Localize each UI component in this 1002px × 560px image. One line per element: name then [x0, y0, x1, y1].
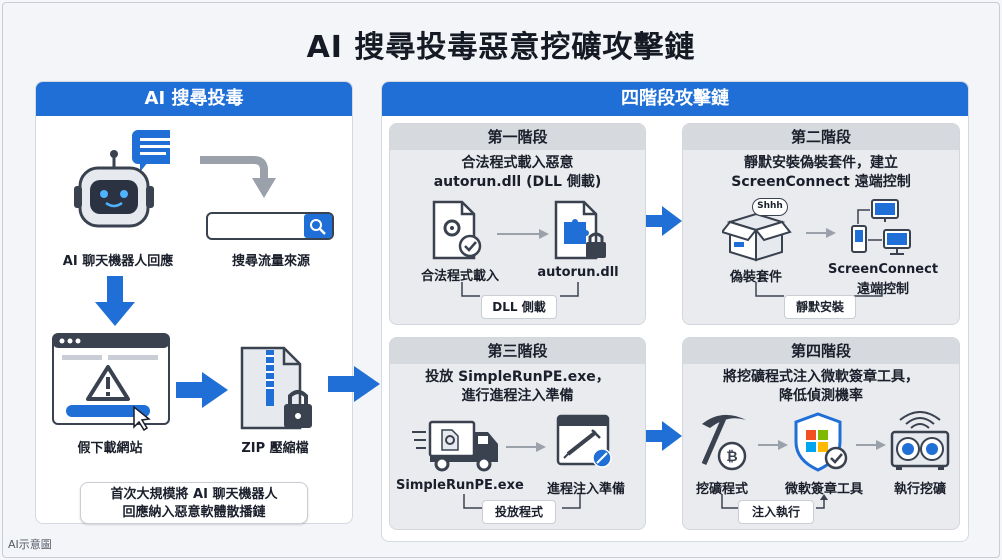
stage-1-gray-arrow-icon [497, 229, 549, 239]
fake-site-label: 假下載網站 [77, 441, 143, 456]
chatbot-label: AI 聊天機器人回應 [62, 254, 174, 269]
stage-1-title: 第一階段 [390, 124, 645, 150]
down-arrow-icon [95, 276, 135, 326]
delivery-truck-icon [412, 420, 498, 472]
stage-1-desc-2: autorun.dll (DLL 側載) [433, 174, 602, 190]
pickaxe-icon: ₿ [701, 414, 747, 471]
stage-2-desc-1: 靜默安裝偽裝套件，建立 [744, 155, 898, 171]
stage-3-bracket [463, 494, 581, 509]
stage-4-tag: 注入執行 [738, 500, 814, 524]
remote-control-icon [851, 199, 911, 255]
stage-3-desc-2: 進行進程注入準備 [461, 388, 574, 404]
stage-2-title: 第二階段 [683, 124, 959, 150]
footer-caption: AI示意圖 [8, 538, 52, 551]
legit-program-icon [432, 200, 482, 260]
curved-arrow-icon [200, 156, 276, 198]
mining-rig-icon [890, 411, 950, 470]
stage-3-to-4-arrow-icon [646, 421, 682, 451]
stage-4-desc-2: 降低偵測機率 [779, 388, 863, 404]
simplerunpe-label: SimpleRunPE.exe [396, 478, 524, 493]
dll-file-label: autorun.dll [537, 265, 619, 280]
page-title: AI 搜尋投毒惡意挖礦攻擊鏈 [306, 30, 696, 65]
dll-file-icon [554, 200, 606, 260]
screenconnect-label-1: ScreenConnect [827, 262, 939, 277]
injection-window-icon [556, 414, 612, 468]
miner-label: 挖礦程式 [695, 482, 748, 497]
injection-prep-label: 進程注入準備 [546, 482, 625, 497]
note-line-1: 首次大規模將 AI 聊天機器人 [110, 487, 278, 502]
right-arrow-icon [176, 372, 228, 408]
stage-3-gray-arrow-icon [506, 442, 546, 452]
stage-3-desc-1: 投放 SimpleRunPE.exe， [425, 369, 610, 385]
stage-3-title: 第三階段 [390, 338, 645, 364]
stage-4-gray-arrow-2-icon [856, 440, 886, 450]
zip-label: ZIP 壓縮檔 [241, 441, 309, 456]
stage-2-desc-2: ScreenConnect 遠端控制 [731, 174, 911, 190]
stage-2-gray-arrow-icon [806, 228, 836, 238]
ai-poisoning-header: AI 搜尋投毒 [36, 82, 352, 116]
stage-2-tag: 靜默安裝 [784, 295, 856, 319]
panel-connector-arrow-icon [328, 366, 380, 402]
stage-1-desc-1: 合法程式載入惡意 [461, 155, 574, 171]
fake-download-site-icon [52, 333, 170, 431]
stage-2-bracket [755, 282, 883, 297]
stage-4-desc-1: 將挖礦程式注入微軟簽章工具， [723, 369, 919, 385]
stage-4-gray-arrow-1-icon [758, 440, 788, 450]
note-line-2: 回應納入惡意軟體散播鏈 [122, 505, 266, 520]
search-traffic-label: 搜尋流量來源 [231, 254, 310, 269]
key-finding-note: 首次大規模將 AI 聊天機器人 回應納入惡意軟體散播鏈 [80, 482, 308, 524]
screenconnect-label-2: 遠端控制 [856, 282, 909, 297]
stage-1-tag: DLL 側載 [481, 295, 557, 319]
svg-text:₿: ₿ [726, 449, 737, 465]
disguised-package-label: 偽裝套件 [729, 270, 782, 285]
shhh-text: Shhh [757, 201, 783, 211]
ms-signed-tool-label: 微軟簽章工具 [784, 482, 863, 497]
run-mining-label: 執行挖礦 [893, 482, 946, 497]
attack-chain-header: 四階段攻擊鏈 [382, 82, 968, 116]
search-icon [304, 214, 332, 238]
stage-4-bracket [721, 494, 828, 509]
stage-1-bracket [461, 282, 579, 297]
stage-1-to-2-arrow-icon [646, 206, 682, 236]
legit-program-label: 合法程式載入 [420, 269, 499, 284]
microsoft-shield-icon [794, 412, 848, 472]
stage-4-title: 第四階段 [683, 338, 959, 364]
stage-1-box: 第一階段 合法程式載入惡意 autorun.dll (DLL 側載) [389, 123, 646, 325]
disguised-package-icon [722, 212, 792, 262]
zip-archive-icon [240, 346, 312, 430]
stage-3-tag: 投放程式 [482, 500, 556, 524]
chatbot-icon [74, 130, 170, 228]
ai-poisoning-panel: AI 搜尋投毒 [35, 81, 353, 524]
shhh-bubble: Shhh [752, 198, 788, 216]
